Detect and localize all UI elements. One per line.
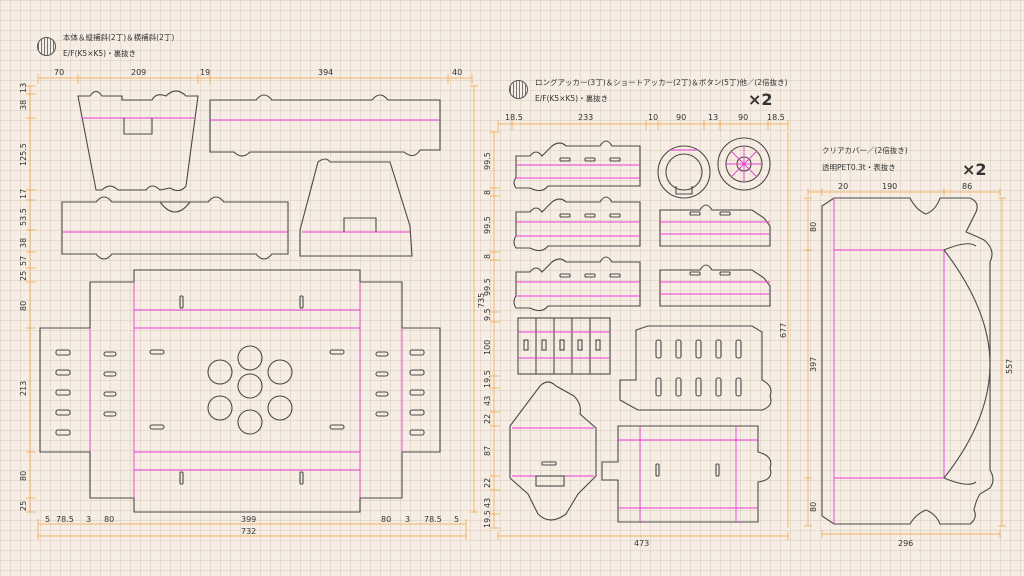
- part-long-attacker-2: [513, 196, 641, 252]
- dim-label: 17: [19, 189, 28, 199]
- part-large-box: [601, 425, 772, 523]
- dim-label: 70: [54, 68, 64, 77]
- dim-label: 80: [19, 301, 28, 311]
- dim-label: 19.5: [483, 510, 492, 528]
- dim-label: 296: [898, 539, 913, 548]
- dim-label: 732: [241, 527, 256, 536]
- part-main-body: [39, 269, 441, 513]
- dim-label: 38: [19, 100, 28, 110]
- section-title-body: 本体＆縦補斜(2丁)＆横補斜(2丁): [63, 33, 175, 42]
- section-material-body: E/F(K5×K5)・裏抜き: [63, 49, 137, 58]
- dim-label: 735: [477, 293, 486, 308]
- dim-label: 78.5: [56, 515, 74, 524]
- dimension-labels-right: 20 190 86 80 397 80 296 557: [809, 182, 1014, 548]
- dim-label: 677: [779, 323, 788, 338]
- dim-label: 473: [634, 539, 649, 548]
- part-short-attacker-2: [659, 264, 771, 307]
- dim-label: 86: [962, 182, 972, 191]
- dim-label: 209: [131, 68, 146, 77]
- dim-label: 5: [454, 515, 459, 524]
- dim-label: 43: [483, 396, 492, 406]
- dim-label: 100: [483, 340, 492, 355]
- dimension-labels-middle: 18.5 233 10 90 13 90 18.5 99.5 8 99.5 8 …: [483, 113, 788, 548]
- part-short-attacker-1: [659, 204, 771, 247]
- dim-label: 3: [405, 515, 410, 524]
- part-horizontal-brace-top: [209, 94, 441, 157]
- dimension-lines-right: [804, 188, 1006, 538]
- part-buttons-row: [517, 317, 611, 375]
- dim-label: 190: [882, 182, 897, 191]
- dim-label: 80: [809, 502, 818, 512]
- dim-label: 99.5: [483, 152, 492, 170]
- dim-label: 399: [241, 515, 256, 524]
- part-button-gear: [717, 137, 771, 191]
- multiplier-attacker: ×2: [748, 90, 773, 109]
- dim-label: 18.5: [767, 113, 785, 122]
- dim-label: 99.5: [483, 278, 492, 296]
- dim-label: 8: [483, 190, 492, 195]
- dim-label: 90: [738, 113, 748, 122]
- dim-label: 80: [104, 515, 114, 524]
- material-stripe-icon: [509, 80, 528, 99]
- dim-label: 9.5: [483, 308, 492, 321]
- dim-label: 87: [483, 446, 492, 456]
- dim-label: 57: [19, 256, 28, 266]
- dim-label: 53.5: [19, 208, 28, 226]
- part-trapezoid-brace: [299, 158, 413, 257]
- dim-label: 13: [19, 83, 28, 93]
- dim-label: 397: [809, 357, 818, 372]
- dim-label: 5: [45, 515, 50, 524]
- dim-label: 78.5: [424, 515, 442, 524]
- dim-label: 3: [86, 515, 91, 524]
- dim-label: 20: [838, 182, 848, 191]
- dim-label: 80: [809, 222, 818, 232]
- part-vertical-brace: [77, 90, 199, 192]
- dim-label: 90: [676, 113, 686, 122]
- dim-label: 13: [708, 113, 718, 122]
- dim-label: 22: [483, 478, 492, 488]
- part-clear-cover: [821, 197, 994, 525]
- part-hexagon-cover: [509, 381, 597, 521]
- dim-label: 38: [19, 238, 28, 248]
- dim-label: 10: [648, 113, 658, 122]
- dimension-labels-left: 70 209 19 394 40 13 38 125.5 17 53.5 38 …: [19, 68, 486, 536]
- dim-label: 99.5: [483, 216, 492, 234]
- multiplier-cover: ×2: [962, 160, 987, 179]
- dimension-lines-left: [26, 74, 478, 540]
- dim-label: 25: [19, 501, 28, 511]
- material-stripe-icon: [37, 37, 56, 56]
- dimension-lines-middle: [490, 120, 789, 540]
- dim-label: 233: [578, 113, 593, 122]
- dim-label: 19: [200, 68, 210, 77]
- dim-label: 8: [483, 254, 492, 259]
- dim-label: 40: [452, 68, 462, 77]
- dim-label: 19.5: [483, 370, 492, 388]
- part-horizontal-brace-bottom: [61, 196, 289, 260]
- part-ring: [657, 145, 711, 199]
- part-box-frame: [619, 325, 772, 411]
- dim-label: 43: [483, 498, 492, 508]
- dim-label: 18.5: [505, 113, 523, 122]
- dim-label: 80: [19, 471, 28, 481]
- dim-label: 557: [1005, 359, 1014, 374]
- dim-label: 125.5: [19, 143, 28, 166]
- dim-label: 25: [19, 271, 28, 281]
- part-long-attacker-1: [513, 140, 641, 192]
- dim-label: 80: [381, 515, 391, 524]
- section-material-cover: 透明PET0.3t・表抜き: [822, 163, 896, 172]
- section-material-attacker: E/F(K5×K5)・裏抜き: [535, 94, 609, 103]
- section-title-attacker: ロングアッカー(3丁)＆ショートアッカー(2丁)＆ボタン(5丁)他／(2倍抜き): [535, 78, 788, 87]
- part-long-attacker-3: [513, 256, 641, 312]
- dim-label: 22: [483, 414, 492, 424]
- section-title-cover: クリアカバー／(2倍抜き): [822, 146, 908, 155]
- dim-label: 213: [19, 381, 28, 396]
- dim-label: 394: [318, 68, 333, 77]
